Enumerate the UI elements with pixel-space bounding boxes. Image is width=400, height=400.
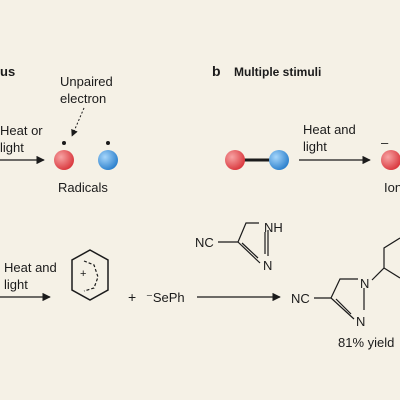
product-n1-label: N <box>360 276 369 291</box>
panel-b-title: Multiple stimuli <box>234 65 321 79</box>
radical-electron-dot-red <box>62 141 66 145</box>
cyanopyrazole-reagent: NC NH N <box>195 220 283 273</box>
cyclohexadienyl-cation: + <box>71 249 109 301</box>
anion-charge: – <box>381 135 389 150</box>
ion-red-atom <box>381 150 400 170</box>
radical-red-atom <box>54 150 74 170</box>
selenide-nucleophile: ⁻SePh <box>146 290 185 305</box>
panel-b-condition-line1: Heat and <box>303 122 356 137</box>
ring-outline <box>71 249 109 301</box>
delocalized-charge-arc <box>83 260 99 292</box>
product-aryl-ring-fragment-2 <box>383 267 400 279</box>
reagent-cn-label: NC <box>195 235 214 250</box>
radical-electron-dot-blue <box>106 141 110 145</box>
reagent-nh-label: NH <box>264 220 283 235</box>
reaction-scheme: Heat and light + + ⁻SePh NC NH N NC <box>0 220 400 350</box>
reagent-double-bond <box>241 242 259 259</box>
ions-label-fragment: Ion <box>384 180 400 195</box>
panel-a-condition-line1: Heat or <box>0 123 43 138</box>
unpaired-pointer-arrow <box>71 107 85 137</box>
reagent-ring-left <box>237 222 261 264</box>
reaction-condition-line2: light <box>4 277 28 292</box>
product-n2-label: N <box>356 314 365 329</box>
bonded-red-atom <box>225 150 245 170</box>
plus-sign: + <box>128 289 136 305</box>
pyrazole-product: NC N N 81% yield <box>291 237 400 350</box>
panel-b-condition-line2: light <box>303 139 327 154</box>
panel-b-letter: b <box>212 63 221 79</box>
panel-a-title-fragment: us <box>0 64 15 79</box>
bonded-blue-atom <box>269 150 289 170</box>
panel-b: b Multiple stimuli Heat and light – Ion <box>212 63 400 195</box>
product-ring-left <box>330 278 358 320</box>
unpaired-label-line1: Unpaired <box>60 74 113 89</box>
panel-a-condition-line2: light <box>0 140 24 155</box>
product-cn-label: NC <box>291 291 310 306</box>
reagent-n-label: N <box>263 258 272 273</box>
product-double-bond <box>335 298 352 315</box>
cation-charge: + <box>80 268 86 280</box>
radicals-label: Radicals <box>58 180 108 195</box>
yield-label: 81% yield <box>338 335 394 350</box>
product-aryl-ring-fragment <box>383 237 400 268</box>
product-aryl-bond <box>371 267 385 281</box>
reaction-condition-line1: Heat and <box>4 260 57 275</box>
panel-a: us Unpaired electron Heat or light Radic… <box>0 64 118 195</box>
radical-blue-atom <box>98 150 118 170</box>
unpaired-label-line2: electron <box>60 91 106 106</box>
